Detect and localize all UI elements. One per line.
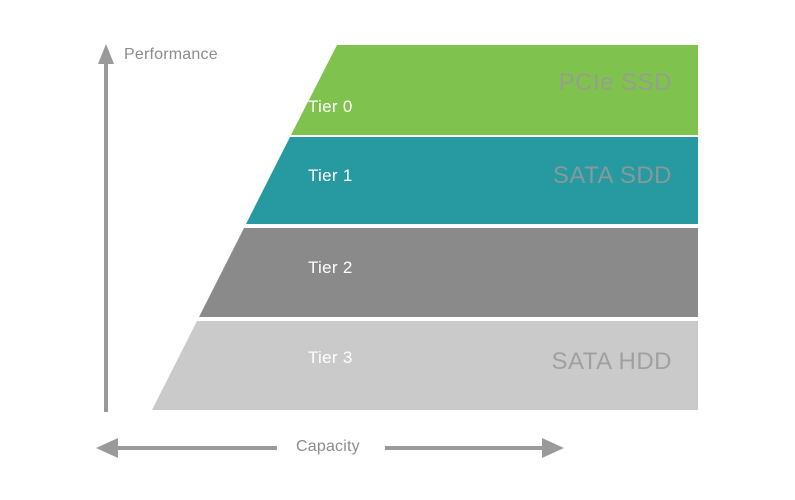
tier-3-block: Tier 3 SATA HDD [152, 321, 698, 410]
tier-0-media-label: PCIe SSD [558, 69, 672, 96]
tier-pyramid: Tier 0 PCIe SSD Tier 1 SATA SDD Tier 2 T… [152, 45, 698, 410]
up-arrow-icon [98, 44, 114, 64]
tier-2-block: Tier 2 [199, 228, 698, 317]
tier-1-media-label: SATA SDD [552, 162, 672, 189]
tier-3-label: Tier 3 [308, 348, 353, 367]
right-arrow-icon [542, 438, 564, 458]
performance-axis-label: Performance [124, 46, 218, 63]
performance-axis-line [104, 62, 108, 412]
tier-2-label: Tier 2 [308, 258, 353, 277]
capacity-axis-label: Capacity [296, 438, 360, 455]
left-arrow-icon [96, 438, 118, 458]
tier-1-block: Tier 1 SATA SDD [246, 137, 698, 224]
capacity-axis-line-right [385, 446, 542, 450]
tier-0-label: Tier 0 [308, 97, 353, 116]
capacity-axis-line-left [116, 446, 277, 450]
tier-0-block: Tier 0 PCIe SSD [291, 45, 698, 135]
tier-1-label: Tier 1 [308, 166, 353, 185]
tier-3-media-label: SATA HDD [551, 348, 672, 375]
